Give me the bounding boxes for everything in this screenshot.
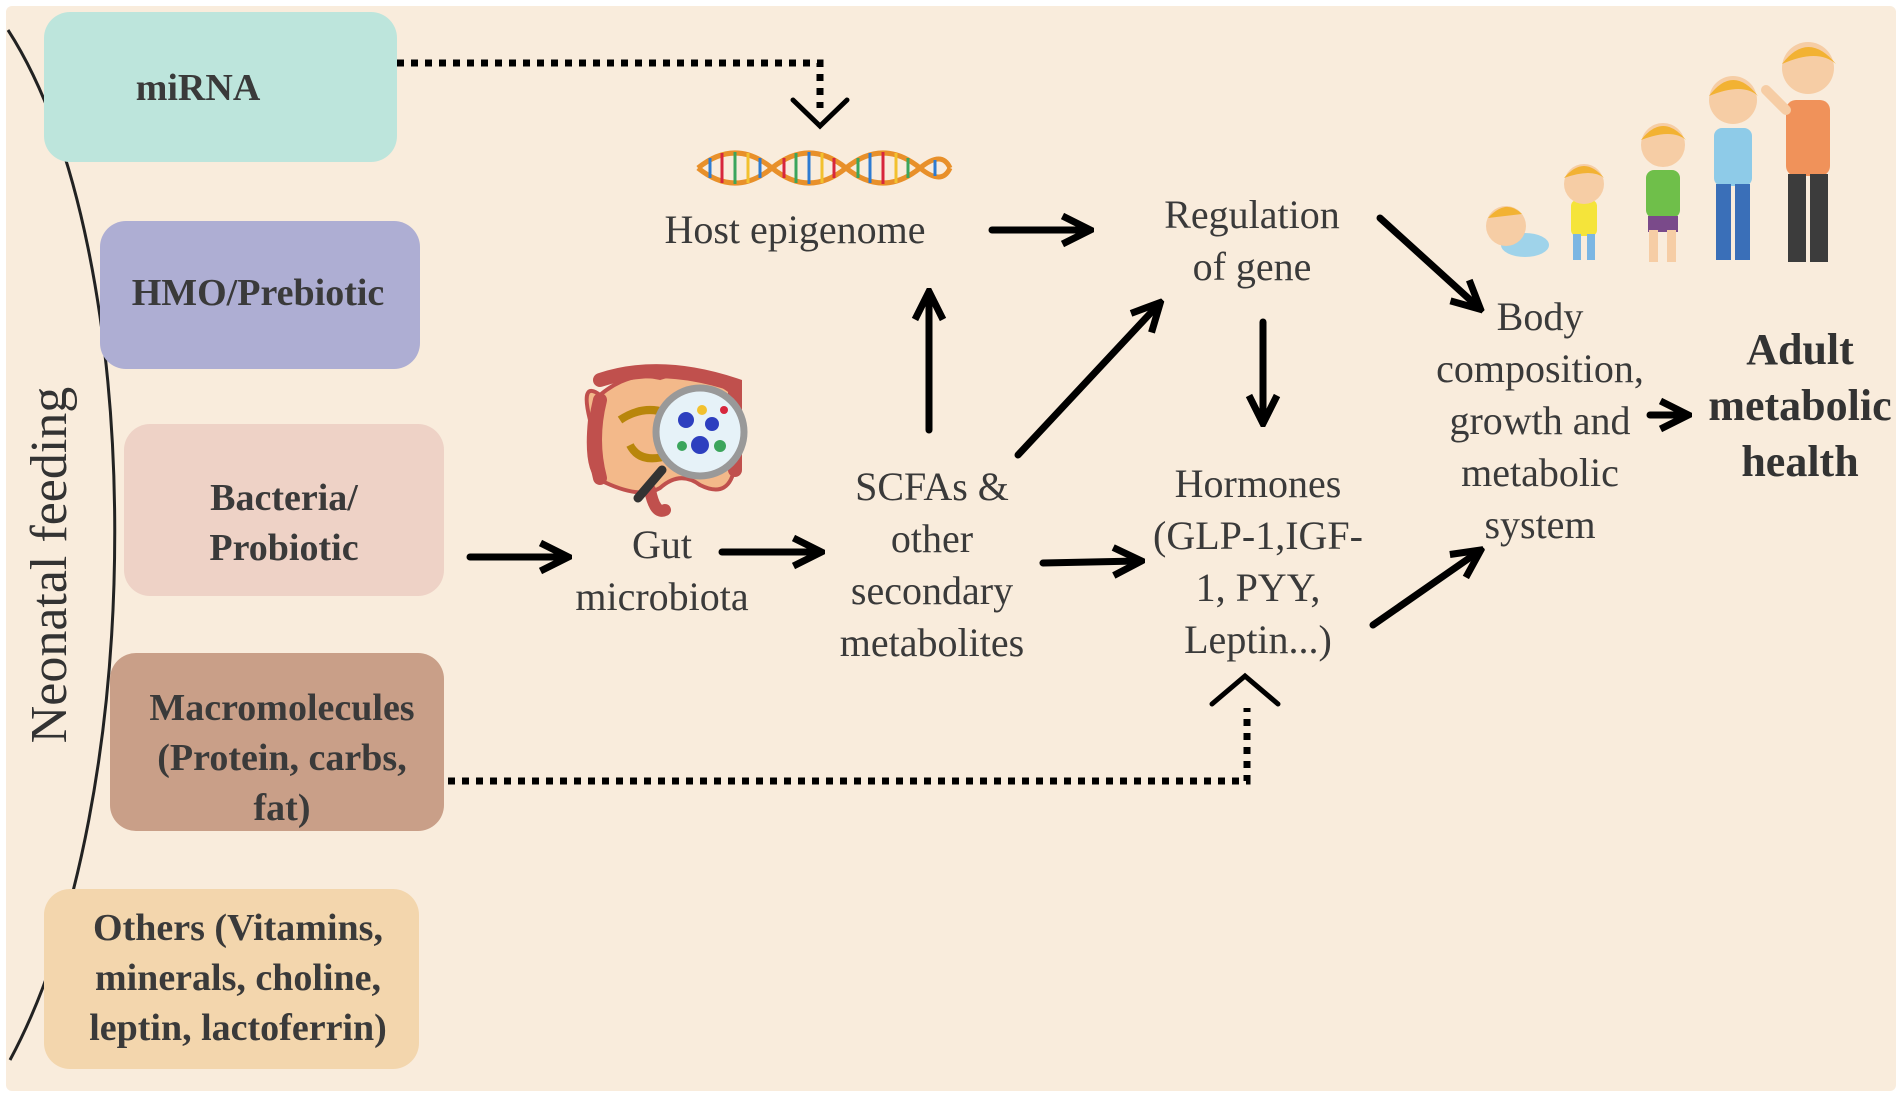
growing-children-icon [1486,42,1836,262]
node-adult-metabolic-health-line: health [1741,437,1858,486]
node-adult-metabolic-health-line: Adult [1746,325,1854,374]
node-scfas: SCFAs & other secondary metabolites [840,464,1024,665]
node-hormones-line: Hormones [1175,461,1342,506]
input-macromolecules: Macromolecules (Protein, carbs, fat) [110,653,444,831]
node-scfas-line: secondary [851,568,1013,613]
input-hmo-label: HMO/Prebiotic [132,272,385,314]
node-body-composition-line: growth and [1449,398,1630,443]
input-others-label-line: Others (Vitamins, [93,907,383,949]
input-bacteria: Bacteria/Probiotic [124,424,444,596]
dotted-mirna-to-epigenome [397,59,824,108]
arrow-scfa-to-regulation [1014,305,1158,459]
background [6,6,1896,1091]
input-others-label: Others (Vitamins, minerals, choline, lepti… [89,907,387,1049]
input-hmo: HMO/Prebiotic [100,221,420,369]
input-mirna-label: miRNA [136,67,261,109]
input-macromolecules-label-line: fat) [254,787,311,829]
node-scfas-line: SCFAs & [855,464,1009,509]
arrow-regulation-to-body [1376,214,1478,307]
node-scfas-line: other [891,516,973,561]
node-regulation-of-gene-line: of gene [1193,244,1312,289]
node-regulation-of-gene: Regulation of gene [1164,192,1340,289]
node-body-composition-line: Body [1497,294,1584,339]
input-macromolecules-label-line: (Protein, carbs, [157,737,406,779]
dotted-macro-to-hormones [448,708,1251,785]
input-bacteria-label-line: Probiotic [209,527,358,569]
input-others-label-line: minerals, choline, [95,957,381,999]
node-host-epigenome: Host epigenome [664,207,925,252]
node-adult-metabolic-health: Adult metabolic health [1708,325,1891,486]
node-body-composition-line: metabolic [1461,450,1619,495]
input-macromolecules-label-line: Macromolecules [149,687,414,729]
node-host-epigenome-line: Host epigenome [664,207,925,252]
node-hormones-line: (GLP-1,IGF- [1153,513,1363,558]
node-gut-microbiota: Gut microbiota [575,522,749,619]
input-others: Others (Vitamins, minerals, choline, lepti… [44,889,419,1069]
input-hmo-label-line: HMO/Prebiotic [132,272,385,314]
node-regulation-of-gene-line: Regulation [1164,192,1340,237]
node-body-composition: Body composition, growth and metabolic syste… [1436,294,1644,547]
node-hormones: Hormones (GLP-1,IGF- 1, PYY, Leptin...) [1153,461,1363,662]
intestine-magnifier-icon [584,364,748,517]
input-others-label-line: leptin, lactoferrin) [89,1007,387,1049]
dna-helix-icon [696,150,953,186]
arrow-scfa-to-hormones [1039,561,1138,563]
input-bacteria-label: Bacteria/Probiotic [209,477,358,569]
dotted-arrowhead-up [1209,672,1281,707]
node-hormones-line: Leptin...) [1184,617,1332,662]
input-mirna: miRNA [44,12,397,162]
arrow-hormones-to-body [1369,552,1478,629]
node-body-composition-line: composition, [1436,346,1644,391]
node-gut-microbiota-line: microbiota [575,574,749,619]
input-bacteria-label-line: Bacteria/ [210,477,358,519]
node-adult-metabolic-health-line: metabolic [1708,381,1891,430]
input-macromolecules-label: Macromolecules (Protein, carbs, fat) [149,687,414,829]
node-body-composition-line: system [1484,502,1595,547]
node-gut-microbiota-line: Gut [632,522,692,567]
node-scfas-line: metabolites [840,620,1024,665]
side-label: Neonatal feeding [21,387,78,744]
node-hormones-line: 1, PYY, [1196,565,1321,610]
input-mirna-label-line: miRNA [136,67,261,109]
dotted-arrowhead-down [790,97,850,130]
